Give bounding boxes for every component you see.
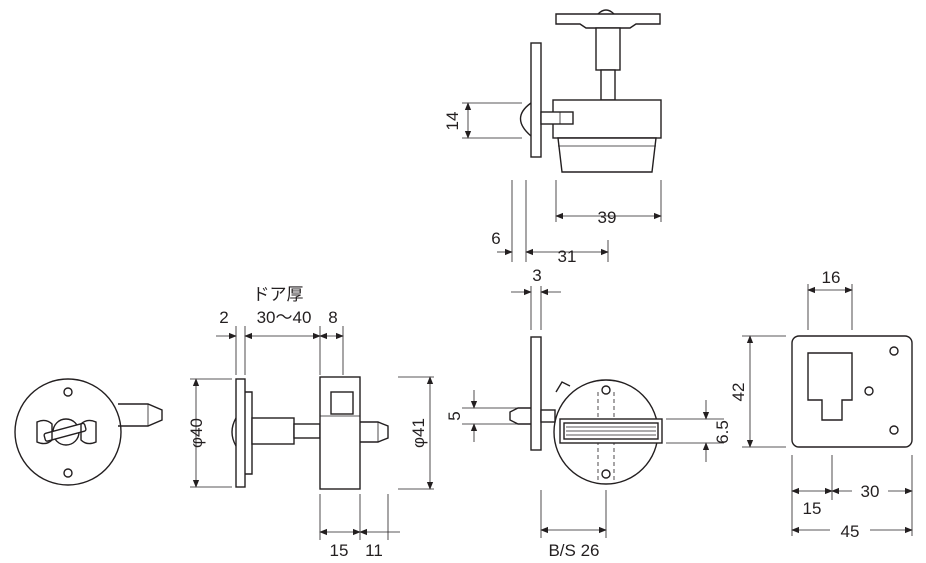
dim-8: 8 <box>328 308 337 327</box>
dim-phi40: φ40 <box>187 418 206 448</box>
dim-30-40: 30〜40 <box>257 308 312 327</box>
dim-42: 42 <box>729 383 748 402</box>
dim-15-right: 15 <box>803 499 822 518</box>
dim-5: 5 <box>445 411 464 420</box>
dim-30-right: 30 <box>861 482 880 501</box>
door-thickness-label: ドア厚 <box>253 285 304 304</box>
dim-6-5: 6.5 <box>713 420 732 444</box>
dim-45: 45 <box>841 522 860 541</box>
mechanism-view: 3 5 6.5 B/S 26 <box>445 266 732 560</box>
dim-31: 31 <box>558 247 577 266</box>
dim-11: 11 <box>365 541 383 560</box>
dim-16: 16 <box>822 268 841 287</box>
dim-15-bottom: 15 <box>330 541 349 560</box>
dim-14: 14 <box>443 112 462 131</box>
dim-2: 2 <box>219 308 228 327</box>
dim-bs26: B/S 26 <box>548 541 599 560</box>
top-view: 14 39 6 31 <box>443 9 662 266</box>
dim-39: 39 <box>598 208 617 227</box>
strike-plate-view: 16 42 30 15 45 <box>729 268 913 541</box>
dim-6: 6 <box>491 229 500 248</box>
dim-phi41: φ41 <box>409 418 428 448</box>
dim-3: 3 <box>532 266 541 285</box>
front-view <box>14 378 163 486</box>
side-view: ドア厚 2 30〜40 8 φ40 φ41 15 11 <box>187 285 434 560</box>
